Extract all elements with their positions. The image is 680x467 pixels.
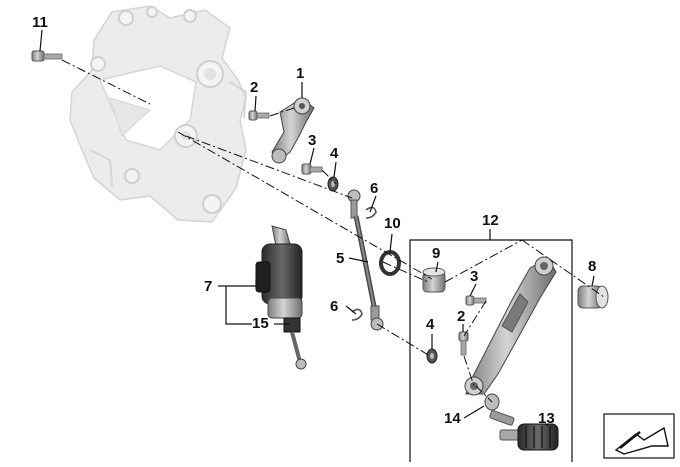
shift-rod-part-5 <box>347 189 384 331</box>
callout-6-upper: 6 <box>370 180 379 197</box>
callout-14: 14 <box>444 410 461 427</box>
callout-11: 11 <box>32 14 48 31</box>
bolt-part-3-lower <box>465 295 487 306</box>
washer-part-4-upper <box>327 176 339 192</box>
screw-part-2-lower <box>458 331 469 356</box>
shift-lever-part-1 <box>271 97 315 164</box>
bolt-part-3-upper <box>301 163 323 175</box>
footrest-bracket <box>69 5 248 223</box>
callout-1: 1 <box>296 65 305 82</box>
callout-3-lower: 3 <box>470 268 479 285</box>
callout-6-lower: 6 <box>330 298 339 315</box>
callout-13: 13 <box>538 410 555 427</box>
callout-7: 7 <box>204 278 213 295</box>
footrest-arm-part-12 <box>464 256 557 396</box>
screw-part-2-upper <box>248 110 270 121</box>
assembly-lines <box>61 59 605 403</box>
callout-3-upper: 3 <box>308 132 317 149</box>
ring-part-10 <box>379 250 401 276</box>
callout-4-upper: 4 <box>330 145 339 162</box>
callout-8: 8 <box>588 258 597 275</box>
bolt-part-11 <box>31 50 63 62</box>
leader-lines <box>39 29 595 427</box>
washer-part-4-lower <box>426 348 438 364</box>
callout-4-lower: 4 <box>426 316 435 333</box>
foot-peg-part-13 <box>499 423 559 451</box>
clip-part-6-upper <box>365 206 377 219</box>
shift-sensor-part-7 <box>255 225 307 370</box>
assembly-group-box <box>409 229 573 462</box>
callout-2-upper: 2 <box>250 79 259 96</box>
clip-part-6-lower <box>351 308 363 321</box>
callout-10: 10 <box>384 215 401 232</box>
callout-5: 5 <box>336 250 345 267</box>
callout-2-lower: 2 <box>457 308 466 325</box>
direction-arrow-icon <box>603 413 675 459</box>
callout-12: 12 <box>482 212 499 229</box>
bushing-part-9 <box>422 267 446 293</box>
callout-15: 15 <box>252 315 269 332</box>
callout-9: 9 <box>432 245 441 262</box>
